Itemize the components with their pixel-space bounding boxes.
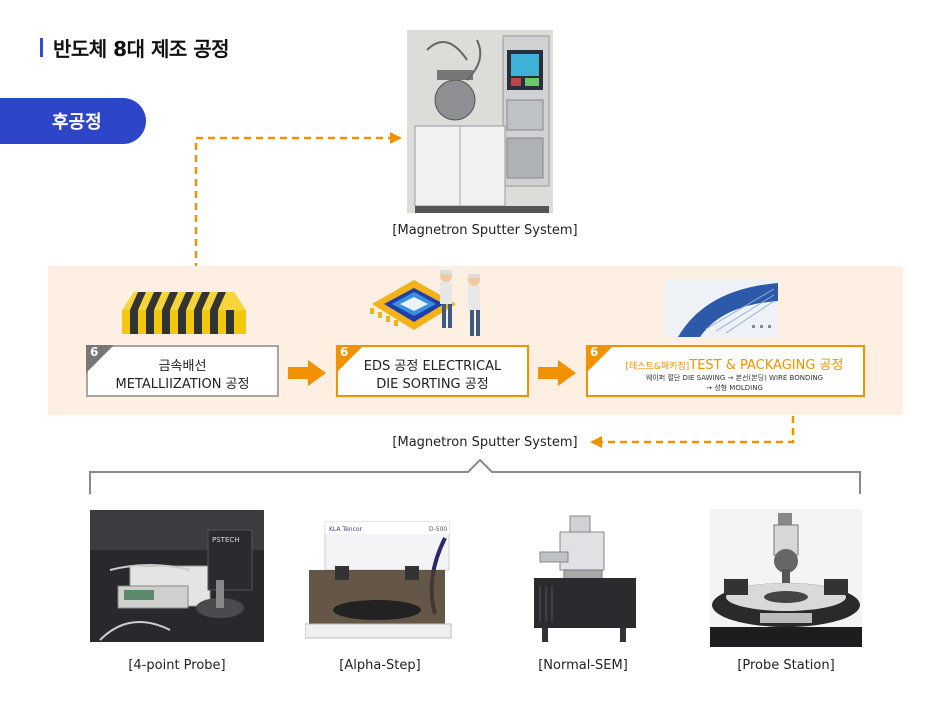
equipment-caption: [Alpha-Step] <box>339 658 421 673</box>
top-equipment-caption: [Magnetron Sputter System] <box>392 223 578 238</box>
step-corner <box>586 345 614 373</box>
step-title: TEST & PACKAGING 공정 <box>689 358 844 373</box>
step-line2: METALLIIZATION 공정 <box>115 377 250 392</box>
alpha-step-photo: KLA Tencor D-500 <box>305 518 455 640</box>
equipment-bracket <box>89 458 861 494</box>
magnetron-sputter-photo <box>407 30 553 213</box>
equipment-model-label: D-500 <box>429 526 447 533</box>
section-pill-label: 후공정 <box>52 112 102 133</box>
section-pill: 후공정 <box>0 98 146 144</box>
step-tag: [테스트&패키징] <box>625 362 690 372</box>
step-line2: DIE SORTING 공정 <box>376 377 489 392</box>
eds-chip-workers-icon <box>370 270 480 336</box>
normal-sem-photo <box>520 512 644 650</box>
title-accent-bar <box>40 38 43 57</box>
step-sub1: 웨이퍼 절단 DIE SAWING → 본선(본딩) WIRE BONDING <box>645 374 824 382</box>
step-line1: EDS 공정 ELECTRICAL <box>363 359 502 374</box>
arrow-right-icon <box>538 360 576 386</box>
metallization-chip-icon <box>122 292 246 334</box>
four-point-probe-photo: PSTECH <box>90 510 264 642</box>
dashed-connector-bottom <box>590 416 795 448</box>
wafer-sawing-icon <box>666 279 778 337</box>
step-title-line: [테스트&패키징]TEST & PACKAGING 공정 <box>588 354 863 373</box>
step-corner <box>86 345 114 373</box>
equipment-caption: [Normal-SEM] <box>538 658 628 673</box>
equipment-brand-label: PSTECH <box>212 536 240 544</box>
step-metallization: 6 금속배선 METALLIIZATION 공정 <box>86 345 279 397</box>
step-corner <box>336 345 364 373</box>
step-sub2: → 성형 MOLDING <box>706 384 763 392</box>
step-line1: 금속배선 <box>158 359 207 374</box>
dashed-connector-top <box>194 132 402 282</box>
equipment-brand-label: KLA Tencor <box>329 526 363 533</box>
probe-station-photo <box>710 509 862 647</box>
step-eds: 6 EDS 공정 ELECTRICAL DIE SORTING 공정 <box>336 345 529 397</box>
step-number: 6 <box>340 345 349 359</box>
equipment-caption: [Probe Station] <box>737 658 835 673</box>
step-test-packaging: 6 [테스트&패키징]TEST & PACKAGING 공정 웨이퍼 절단 DI… <box>586 345 865 397</box>
equipment-caption: [4-point Probe] <box>128 658 226 673</box>
arrow-right-icon <box>288 360 326 386</box>
step-number: 6 <box>90 345 99 359</box>
middle-caption: [Magnetron Sputter System] <box>392 435 578 450</box>
step-number: 6 <box>590 345 599 359</box>
page-title: 반도체 8대 제조 공정 <box>53 37 230 61</box>
